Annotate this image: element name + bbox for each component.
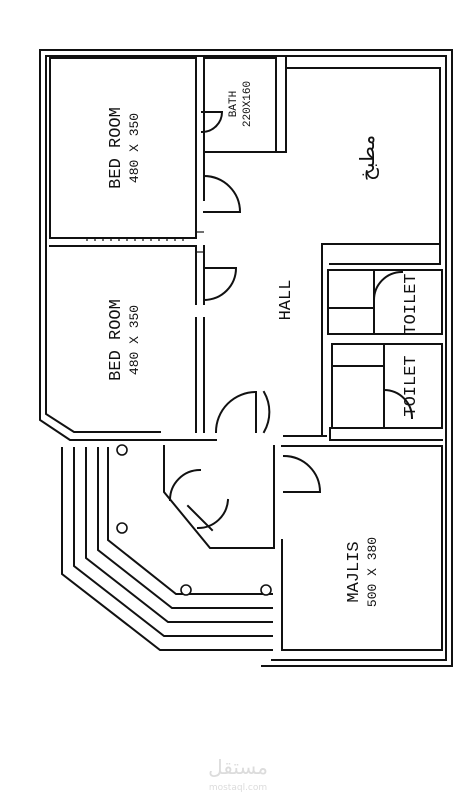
bedroom-top-door (202, 174, 242, 213)
terrace-step-5 (107, 447, 273, 595)
bath-size: 220X160 (242, 81, 254, 127)
bath-door (200, 111, 224, 134)
toilet-lower-name: TOILET (402, 355, 421, 416)
column (116, 444, 128, 456)
bedroom-bottom-size: 480 X 350 (127, 305, 142, 375)
bath-name: BATH (228, 91, 240, 117)
watermark-arabic: مستقل (208, 755, 268, 779)
column (116, 522, 128, 534)
hall-entry-door-right (262, 390, 271, 434)
hall-entry-door-left (214, 390, 258, 434)
majlis-name: MAJLIS (345, 541, 364, 602)
toilet-upper-door (372, 270, 404, 302)
left-wall-inner (45, 55, 161, 433)
left-wall (39, 49, 161, 441)
bedroom-bottom-door (202, 267, 238, 302)
bath-wall (203, 57, 277, 153)
kitchen-name: مطبخ (355, 135, 379, 181)
watermark: مستقل mostaql.com (208, 755, 268, 793)
watermark-latin: mostaql.com (209, 783, 267, 793)
entry-door-left (168, 468, 202, 502)
majlis-size: 500 X 380 (365, 537, 380, 607)
kitchen-wall (285, 57, 441, 265)
majlis-wall (281, 445, 443, 651)
toilet-lower-door (382, 388, 414, 420)
toilet-upper-wall (327, 269, 443, 335)
column (260, 584, 272, 596)
outer-wall-inner (45, 55, 447, 661)
outer-wall (39, 49, 453, 667)
hall-name: HALL (277, 280, 296, 321)
bedroom-bottom-name: BED ROOM (107, 299, 126, 381)
bedroom-bottom-wall (49, 245, 197, 305)
vestibule-wall (163, 445, 273, 549)
column (180, 584, 192, 596)
terrace-step-3 (85, 447, 273, 623)
bedroom-top-wall (49, 57, 197, 239)
bedroom-top-size: 480 X 350 (127, 113, 142, 183)
entry-door-right (196, 498, 230, 530)
terrace-step-4 (97, 447, 273, 609)
toilet-upper-name: TOILET (402, 273, 421, 334)
majlis-door (282, 454, 322, 493)
terrace-step-2 (73, 447, 273, 637)
terrace-step-1 (61, 447, 273, 651)
bedroom-top-name: BED ROOM (107, 107, 126, 189)
toilet-lower-wall (331, 343, 443, 429)
